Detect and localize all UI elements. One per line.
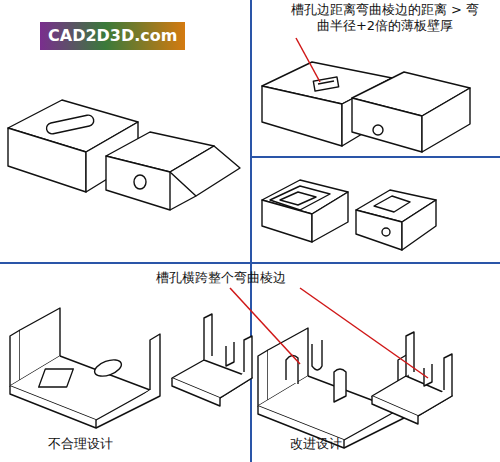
callout-note: 槽孔边距离弯曲棱边的距离 > 弯曲半径+2倍的薄板壁厚 [285, 2, 485, 35]
callout-note: 槽孔横跨整个弯曲棱边 [156, 270, 286, 286]
leader-line [230, 38, 428, 378]
watermark: CAD2D3D.com [40, 22, 185, 50]
design-caption: 不合理设计 [48, 436, 113, 452]
improved-parts [258, 328, 452, 448]
design-caption: 改进设计 [290, 436, 342, 452]
